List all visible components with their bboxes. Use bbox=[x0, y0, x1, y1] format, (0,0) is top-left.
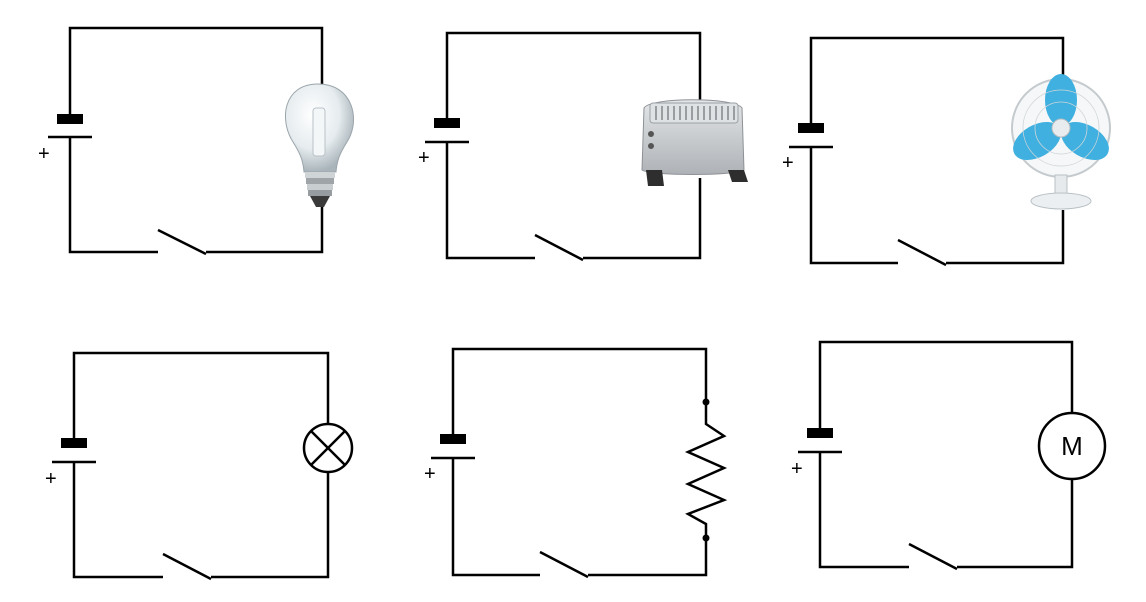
switch-lever bbox=[534, 233, 584, 262]
wire bbox=[451, 458, 540, 577]
circuit-resistor-symbol: + bbox=[424, 347, 728, 579]
switch-lever bbox=[157, 228, 207, 256]
wire bbox=[809, 147, 898, 265]
motor-label: M bbox=[1061, 431, 1083, 461]
circuit-heater: + bbox=[418, 31, 748, 262]
switch-lever bbox=[908, 542, 958, 571]
wire bbox=[72, 351, 330, 441]
wire bbox=[818, 452, 909, 569]
switch-lever bbox=[162, 552, 212, 581]
wire bbox=[957, 479, 1074, 569]
wire bbox=[451, 347, 708, 437]
circuit-light-bulb: + bbox=[38, 26, 355, 256]
wire bbox=[68, 26, 324, 117]
wire bbox=[206, 207, 324, 254]
battery-plus-label: + bbox=[424, 463, 436, 485]
wire bbox=[72, 462, 163, 579]
wire bbox=[818, 340, 1074, 431]
desk-fan-icon bbox=[1011, 74, 1111, 210]
wire bbox=[588, 538, 708, 577]
circuit-fan: + bbox=[782, 36, 1111, 267]
wire bbox=[445, 31, 702, 121]
light-bulb-icon bbox=[285, 83, 355, 207]
wire bbox=[211, 473, 330, 579]
battery-plus-label: + bbox=[791, 458, 803, 480]
battery-plus-label: + bbox=[782, 152, 794, 174]
heater-icon bbox=[641, 99, 748, 186]
wire bbox=[809, 36, 1065, 126]
lamp-symbol-icon bbox=[302, 422, 354, 474]
wire bbox=[445, 142, 535, 260]
circuit-motor-symbol: + M bbox=[791, 340, 1107, 571]
motor-symbol-icon: M bbox=[1037, 411, 1107, 481]
wire bbox=[68, 137, 158, 254]
battery-plus-label: + bbox=[418, 147, 430, 169]
wire bbox=[583, 178, 702, 260]
battery-plus-label: + bbox=[45, 468, 57, 490]
resistor-symbol-icon bbox=[684, 398, 728, 542]
circuit-lamp-symbol: + bbox=[45, 351, 354, 581]
battery-plus-label: + bbox=[38, 143, 50, 165]
switch-lever bbox=[897, 238, 947, 267]
switch-lever bbox=[539, 550, 589, 579]
wire bbox=[946, 210, 1065, 265]
